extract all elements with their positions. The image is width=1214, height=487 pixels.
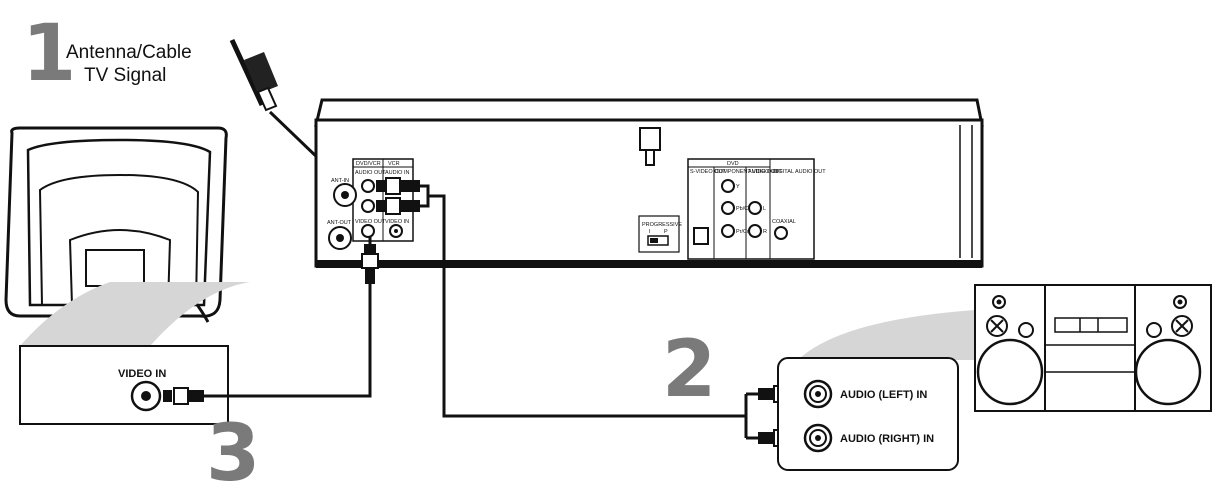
tv-back <box>4 126 228 323</box>
progressive-switch: PROGRESSIVE I P <box>638 215 682 253</box>
tv-input-panel: VIDEO IN <box>19 345 229 425</box>
label-progressive: PROGRESSIVE <box>642 222 682 228</box>
dvd-audio-l-jack <box>748 201 762 215</box>
step-1-group: 1 Antenna/Cable TV Signal <box>22 9 192 99</box>
tv-video-in-label: VIDEO IN <box>118 368 166 380</box>
component-pr-jack <box>721 224 735 238</box>
label-dvd-audio-out: AUDIO OUT <box>748 169 779 175</box>
right-speaker-woofer <box>1134 338 1202 406</box>
antenna-label-line1: Antenna/Cable <box>66 42 192 63</box>
dvd-audio-r-jack <box>748 224 762 238</box>
antenna-label-line2: TV Signal <box>84 65 166 86</box>
coaxial-jack <box>774 226 788 240</box>
label-digital-audio-out: DIGITAL AUDIO OUT <box>773 169 826 175</box>
s-video-jack <box>693 227 709 245</box>
label-component-out: COMPONENT VIDEO OUT <box>715 169 783 175</box>
audio-out-jack-r <box>361 199 375 213</box>
label-r: R <box>763 229 767 235</box>
stereo-callout-wedge <box>798 310 975 360</box>
component-pb-jack <box>721 201 735 215</box>
label-audio-out: AUDIO OUT <box>355 170 386 176</box>
left-speaker-woofer <box>976 338 1044 406</box>
label-dvd-vcr: DVD/VCR <box>356 161 381 167</box>
label-pr: Pr/Cr <box>736 229 749 235</box>
label-prog-i: I <box>649 229 651 235</box>
antenna-jacks: ANT-IN ANT-OUT <box>327 178 357 250</box>
label-vcr: VCR <box>388 161 400 167</box>
tv-callout-wedge <box>20 282 250 346</box>
step-1-number: 1 <box>22 9 76 99</box>
label-dvd: DVD <box>727 161 739 167</box>
video-out-jack <box>361 224 375 238</box>
label-y: Y <box>736 184 740 190</box>
audio-right-in-label: AUDIO (RIGHT) IN <box>840 433 934 445</box>
step-3-number: 3 <box>206 409 260 487</box>
label-video-out: VIDEO OUT <box>355 219 386 225</box>
label-video-in: VIDEO IN <box>385 219 409 225</box>
audio-out-jack-l <box>361 179 375 193</box>
label-s-video-out: S-VIDEO OUT <box>690 169 726 175</box>
recorder-right-panel: DVD S-VIDEO OUT COMPONENT VIDEO OUT AUDI… <box>687 158 826 260</box>
label-l: L <box>763 206 766 212</box>
stereo-system <box>974 284 1212 412</box>
label-ant-in: ANT-IN <box>331 178 349 184</box>
audio-left-in-label: AUDIO (LEFT) IN <box>840 389 927 401</box>
stereo-input-panel: AUDIO (LEFT) IN AUDIO (RIGHT) IN <box>777 357 959 471</box>
video-cable <box>204 236 379 398</box>
step-2-number: 2 <box>662 325 716 415</box>
component-y-jack <box>721 179 735 193</box>
label-ant-out: ANT-OUT <box>327 220 352 226</box>
label-prog-p: P <box>664 229 668 235</box>
label-audio-in: AUDIO IN <box>385 170 409 176</box>
recorder-audio-plugs <box>376 177 420 215</box>
label-coaxial: COAXIAL <box>772 219 796 225</box>
label-pb: Pb/Cb <box>736 206 751 212</box>
